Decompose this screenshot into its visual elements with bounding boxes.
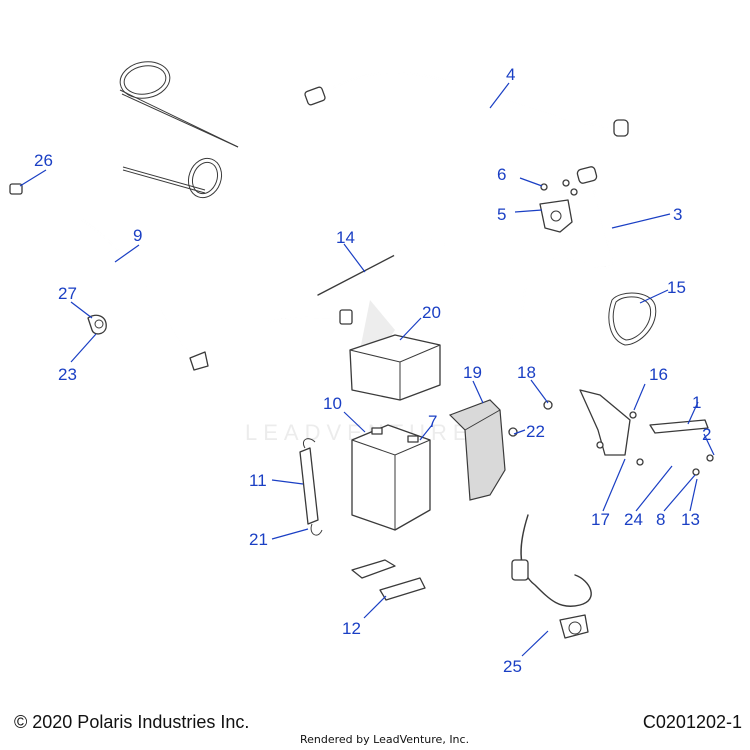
callout-11: 11	[249, 471, 267, 490]
callout-23: 23	[58, 365, 77, 384]
callout-20: 20	[422, 303, 441, 322]
callout-26: 26	[34, 151, 53, 170]
callout-12: 12	[342, 619, 361, 638]
callout-9: 9	[133, 226, 142, 245]
copyright-notice: © 2020 Polaris Industries Inc.	[14, 712, 250, 732]
leader-lines	[19, 82, 715, 657]
part-19-battery-box	[448, 399, 506, 501]
part-9-ground-cable	[9, 183, 353, 371]
part-27-23-clamp	[87, 314, 107, 335]
part-3-positive-cable	[508, 166, 614, 342]
callout-15: 15	[667, 278, 686, 297]
diagram-id: C0201202-1	[642, 712, 742, 732]
callout-18: 18	[517, 363, 536, 382]
callout-16: 16	[649, 365, 668, 384]
part-11-battery-strap	[299, 438, 323, 536]
callout-1: 1	[692, 393, 701, 412]
part-20-terminal-cover	[349, 334, 441, 401]
callout-13: 13	[681, 510, 700, 529]
callout-25: 25	[503, 657, 522, 676]
cable-tie-loop-middle	[122, 157, 223, 199]
callout-7: 7	[428, 412, 437, 431]
part-15-strap	[608, 292, 657, 346]
small-hardware	[508, 400, 553, 437]
callout-labels: 1 2 3 4 5 6 7 8 9 10 11 12 13 14 15 16 1…	[34, 65, 711, 676]
callout-8: 8	[656, 510, 665, 529]
cable-tie-loop-top	[119, 61, 239, 148]
callout-14: 14	[336, 228, 355, 247]
callout-24: 24	[624, 510, 643, 529]
callout-4: 4	[506, 65, 515, 84]
part-17-mount-bracket	[579, 389, 714, 476]
callout-17: 17	[591, 510, 610, 529]
callout-5: 5	[497, 205, 506, 224]
callout-19: 19	[463, 363, 482, 382]
callout-2: 2	[702, 425, 711, 444]
rendered-by-credit: Rendered by LeadVenture, Inc.	[300, 733, 470, 746]
callout-10: 10	[323, 394, 342, 413]
part-25-harness	[511, 514, 592, 639]
callout-21: 21	[249, 530, 268, 549]
callout-27: 27	[58, 284, 77, 303]
callout-3: 3	[673, 205, 682, 224]
callout-22: 22	[526, 422, 545, 441]
part-5-solenoid	[539, 179, 578, 233]
part-14-wire	[317, 238, 447, 296]
part-4-battery-cable	[304, 71, 629, 137]
callout-6: 6	[497, 165, 506, 184]
part-10-battery	[351, 424, 431, 531]
part-12-pads	[351, 559, 426, 601]
